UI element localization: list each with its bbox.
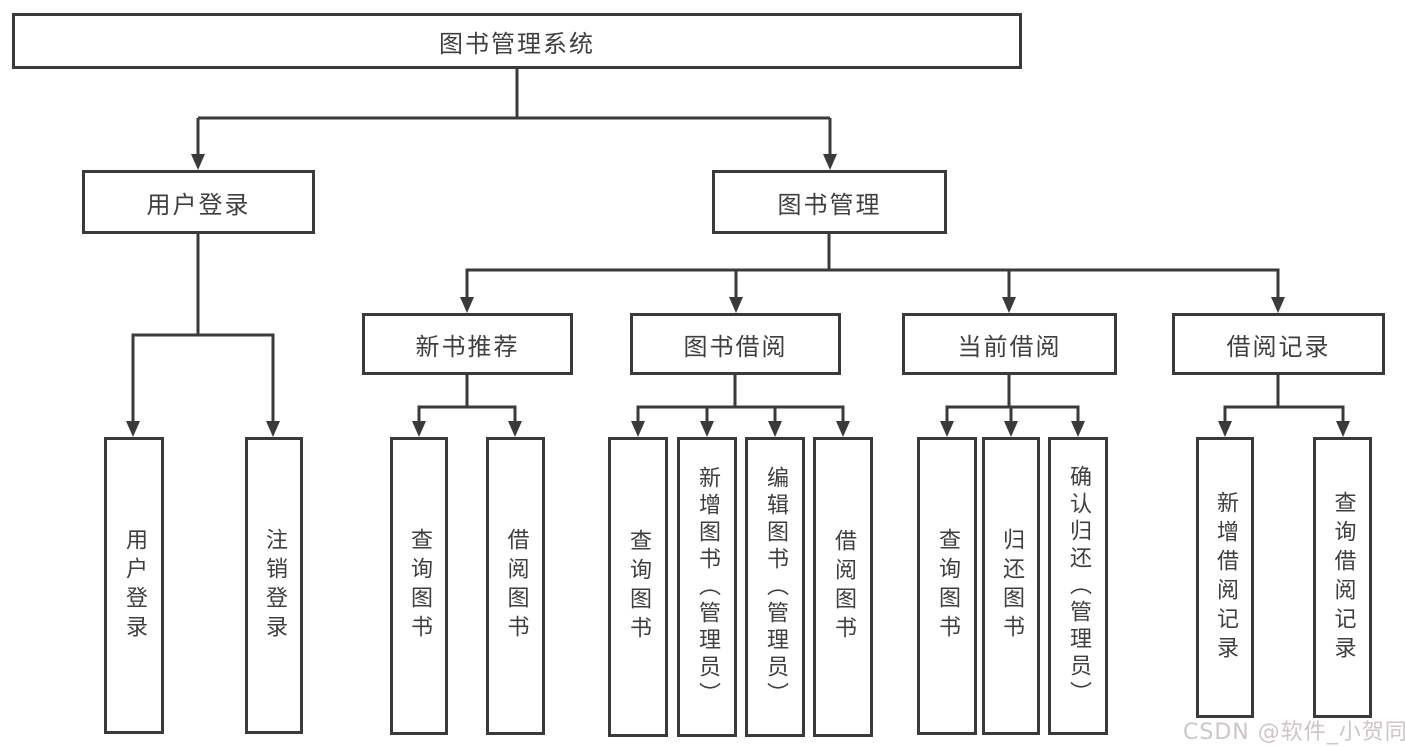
leaf-query-books-current: 查询图书 bbox=[917, 437, 977, 735]
leaf-query-books-recommend: 查询图书 bbox=[390, 437, 448, 735]
connector-book-management-branch bbox=[460, 233, 1285, 313]
node-current-borrow: 当前借阅 bbox=[902, 313, 1117, 375]
leaf-borrow-books-recommend: 借阅图书 bbox=[486, 437, 545, 735]
leaf-borrow-books: 借阅图书 bbox=[813, 437, 873, 737]
node-book-management: 图书管理 bbox=[712, 170, 947, 234]
leaf-add-book-admin: 新增图书（管理员） bbox=[677, 437, 737, 737]
leaf-edit-book-admin: 编辑图书（管理员） bbox=[745, 437, 805, 737]
node-borrow-records: 借阅记录 bbox=[1172, 313, 1385, 375]
leaf-add-borrow-record: 新增借阅记录 bbox=[1196, 437, 1254, 718]
leaf-query-borrow-record-label: 查询借阅记录 bbox=[1330, 490, 1356, 665]
node-borrow-records-label: 借阅记录 bbox=[1226, 332, 1331, 361]
leaf-add-borrow-record-label: 新增借阅记录 bbox=[1213, 490, 1238, 665]
leaf-return-books-label: 归还图书 bbox=[999, 528, 1024, 644]
leaf-add-book-admin-label: 新增图书（管理员） bbox=[695, 465, 720, 709]
node-root-system: 图书管理系统 bbox=[12, 13, 1022, 69]
connector-borrow-records-branch bbox=[1218, 374, 1350, 437]
node-book-borrow-label: 图书借阅 bbox=[683, 332, 788, 361]
node-new-book-recommend: 新书推荐 bbox=[362, 313, 573, 375]
node-user-login-label: 用户登录 bbox=[146, 190, 251, 219]
leaf-edit-book-admin-label: 编辑图书（管理员） bbox=[763, 465, 788, 709]
leaf-query-books-current-label: 查询图书 bbox=[935, 528, 960, 644]
node-root-label: 图书管理系统 bbox=[439, 29, 595, 58]
leaf-borrow-books-label: 借阅图书 bbox=[831, 529, 856, 645]
leaf-query-borrow-record: 查询借阅记录 bbox=[1313, 437, 1372, 718]
leaf-borrow-books-recommend-label: 借阅图书 bbox=[503, 528, 529, 644]
node-book-management-label: 图书管理 bbox=[777, 190, 882, 219]
connector-user-login-branch bbox=[126, 233, 280, 437]
node-book-borrow: 图书借阅 bbox=[630, 313, 841, 375]
leaf-return-books: 归还图书 bbox=[982, 437, 1040, 735]
connector-new-book-branch bbox=[412, 374, 522, 437]
leaf-user-login-label: 用户登录 bbox=[122, 527, 147, 644]
leaf-confirm-return-admin-label: 确认归还（管理员） bbox=[1066, 464, 1091, 708]
leaf-query-books-borrow: 查询图书 bbox=[608, 437, 668, 737]
csdn-watermark: CSDN @软件_小贺同学 bbox=[1183, 720, 1405, 745]
leaf-user-login: 用户登录 bbox=[104, 437, 164, 734]
node-current-borrow-label: 当前借阅 bbox=[957, 332, 1062, 361]
connector-book-borrow-branch bbox=[631, 374, 850, 437]
node-user-login: 用户登录 bbox=[82, 170, 315, 234]
connector-root-to-level2 bbox=[191, 68, 837, 170]
leaf-query-books-borrow-label: 查询图书 bbox=[626, 529, 651, 645]
leaf-confirm-return-admin: 确认归还（管理员） bbox=[1048, 437, 1108, 735]
leaf-logout-label: 注销登录 bbox=[262, 527, 287, 644]
leaf-query-books-recommend-label: 查询图书 bbox=[407, 528, 432, 644]
leaf-logout: 注销登录 bbox=[245, 437, 303, 734]
connector-current-borrow-branch bbox=[940, 374, 1085, 437]
node-new-book-recommend-label: 新书推荐 bbox=[415, 332, 520, 361]
